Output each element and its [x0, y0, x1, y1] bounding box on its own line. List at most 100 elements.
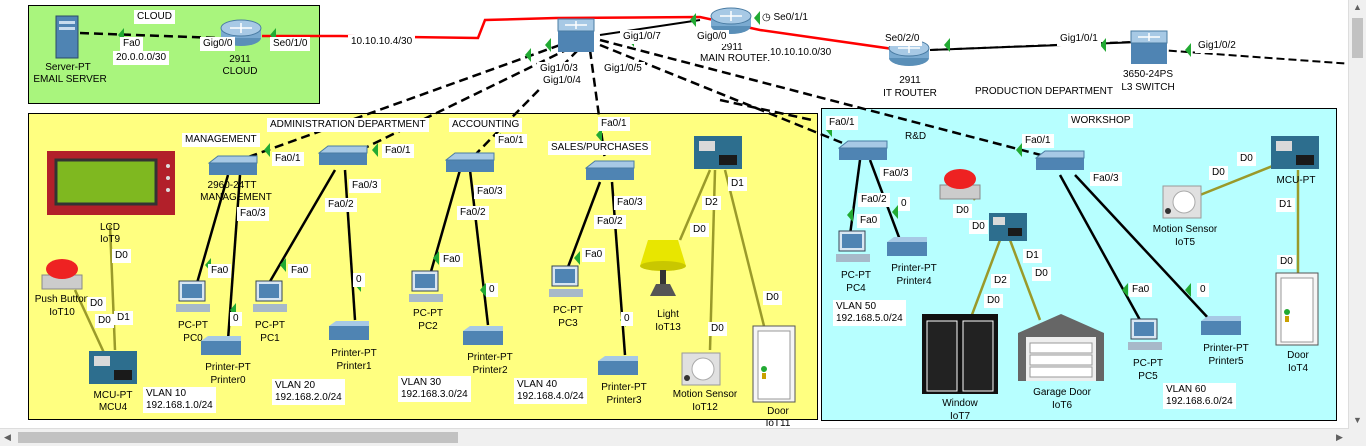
server-label-1: Server-PT — [45, 62, 91, 73]
l3-switch[interactable] — [1130, 30, 1168, 69]
port-label: D0 — [95, 314, 114, 328]
door-iot11[interactable] — [752, 325, 796, 406]
printer4-label-2: Printer4 — [896, 276, 932, 287]
router-icon — [710, 7, 752, 34]
light-iot13[interactable] — [638, 236, 688, 309]
main-router-label-1: 2911 — [721, 42, 743, 53]
port-label: Fa0/3 — [237, 207, 269, 221]
mcu-icon — [989, 213, 1027, 241]
port-label: D0 — [763, 291, 782, 305]
switch-accounting[interactable] — [444, 152, 495, 177]
port-label: 0 — [898, 197, 910, 211]
window-iot7[interactable] — [921, 313, 999, 398]
switch-icon — [1034, 150, 1085, 170]
email-server[interactable] — [55, 15, 79, 62]
scroll-up-icon[interactable]: ▲ — [1353, 2, 1362, 12]
port-label: D0 — [87, 297, 106, 311]
port-label: Gig1/0/1 — [1057, 32, 1101, 46]
printer2[interactable] — [462, 325, 506, 352]
window-label-2: IoT7 — [949, 411, 971, 422]
printer-icon — [1201, 316, 1241, 335]
link-markers — [118, 11, 1191, 327]
scroll-down-icon[interactable]: ▼ — [1353, 415, 1362, 425]
port-label: D0 — [1209, 166, 1228, 180]
switch-rnd[interactable] — [837, 140, 888, 165]
port-label: Fa0/1 — [382, 144, 414, 158]
printer-icon — [329, 321, 369, 340]
switch-icon — [837, 140, 888, 160]
port-label: Fa0 — [208, 264, 232, 278]
button10-label-1: Push Button — [34, 294, 90, 305]
printer0-label-1: Printer-PT — [205, 362, 251, 373]
mcu4[interactable] — [88, 350, 138, 388]
access-links — [193, 159, 1211, 356]
net-10-0-label: 10.10.10.0/30 — [767, 46, 835, 60]
light-label-2: IoT13 — [655, 322, 681, 333]
port-label: ◷ Se0/1/1 — [762, 12, 808, 23]
printer0[interactable] — [200, 335, 244, 362]
scroll-right-icon[interactable]: ▶ — [1336, 432, 1343, 442]
port-label: D2 — [702, 196, 721, 210]
horizontal-scrollbar[interactable]: ◀ ▶ — [0, 428, 1349, 446]
port-label: D2 — [991, 274, 1010, 288]
port-label: Fa0/1 — [826, 116, 858, 130]
port-label: Fa0/2 — [325, 198, 357, 212]
printer4[interactable] — [886, 236, 930, 263]
pc4-label-1: PC-PT — [841, 270, 871, 281]
mcu4-label-2: MCU4 — [98, 402, 128, 413]
pc-icon — [1128, 318, 1162, 350]
door-iot4[interactable] — [1275, 272, 1319, 349]
main-router[interactable] — [710, 6, 752, 39]
pc4[interactable] — [835, 230, 871, 267]
port-label: Fa0 — [440, 253, 464, 267]
port-label: Gig1/0/4 — [540, 74, 584, 88]
motion-sensor-icon — [681, 352, 721, 386]
lcd-iot9[interactable] — [46, 150, 176, 219]
mcu1[interactable] — [1270, 135, 1320, 173]
switch-production[interactable] — [1034, 150, 1085, 175]
port-label: D0 — [690, 223, 709, 237]
pc1-label-2: PC1 — [260, 333, 280, 344]
motion-sensor-iot5[interactable] — [1162, 185, 1202, 222]
printer1-label-2: Printer1 — [336, 361, 372, 372]
printer0-label-2: Printer0 — [210, 375, 246, 386]
mcu-yellow[interactable] — [693, 135, 743, 173]
switch-administration[interactable] — [317, 145, 368, 170]
printer5[interactable] — [1200, 315, 1244, 342]
net-10-4-label: 10.10.10.4/30 — [348, 35, 416, 49]
pc0[interactable] — [175, 280, 211, 317]
garage-door-iot6[interactable] — [1016, 313, 1106, 386]
window-label-1: Window — [942, 398, 978, 409]
mcu-cyan[interactable] — [988, 212, 1028, 245]
vertical-scrollbar[interactable]: ▲ ▼ — [1348, 0, 1366, 429]
port-label: 0 — [230, 312, 242, 326]
horizontal-scroll-thumb[interactable] — [18, 432, 458, 443]
pc5[interactable] — [1127, 318, 1163, 355]
it-router-label-1: 2911 — [899, 75, 921, 86]
pc4-label-2: PC4 — [846, 283, 866, 294]
printer3[interactable] — [597, 355, 641, 382]
motion-sensor-iot12[interactable] — [681, 352, 721, 389]
door-icon — [1275, 272, 1319, 346]
scroll-left-icon[interactable]: ◀ — [4, 432, 11, 442]
port-label: D1 — [1023, 249, 1042, 263]
mcu-icon — [1271, 136, 1319, 169]
motion12-label-1: Motion Sensor — [672, 389, 738, 400]
port-label: Fa0/2 — [457, 206, 489, 220]
core-switch[interactable] — [557, 18, 595, 57]
push-button-iot8[interactable] — [938, 167, 982, 204]
pc2[interactable] — [408, 270, 444, 307]
pc3[interactable] — [548, 265, 584, 302]
push-button-iot10[interactable] — [40, 257, 84, 294]
pc1[interactable] — [252, 280, 288, 317]
switch-management[interactable] — [207, 155, 258, 180]
port-label: Fa0 — [857, 214, 881, 228]
printer1[interactable] — [328, 320, 372, 347]
switch-sales[interactable] — [584, 160, 635, 185]
vertical-scroll-thumb[interactable] — [1352, 18, 1363, 58]
pc5-label-2: PC5 — [1138, 371, 1158, 382]
port-label: Fa0 — [288, 264, 312, 278]
